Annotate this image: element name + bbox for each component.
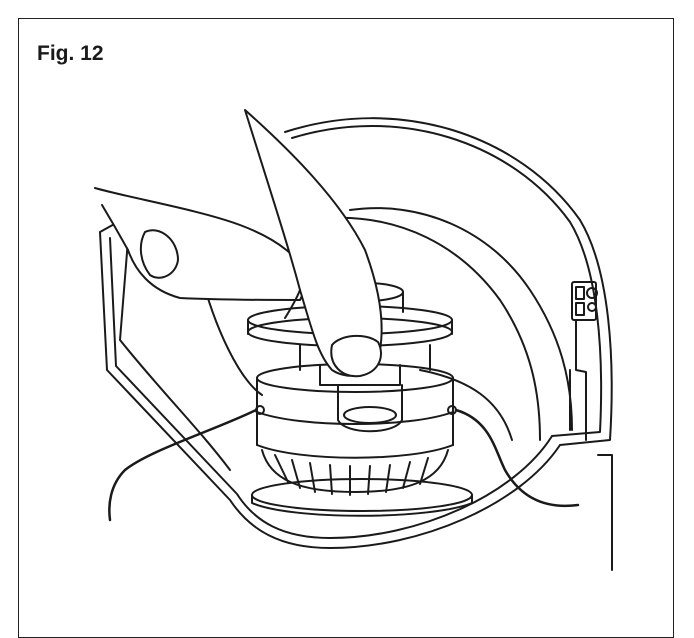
figure-label: Fig. 12: [37, 42, 104, 65]
trimmer-head-illustration: [94, 109, 613, 571]
side-connector: [569, 281, 598, 441]
spool-ribs: [251, 449, 473, 517]
cutting-line: [108, 408, 580, 522]
guard-housing: [99, 117, 613, 571]
spool-body: [255, 363, 457, 459]
hand: [94, 109, 383, 378]
